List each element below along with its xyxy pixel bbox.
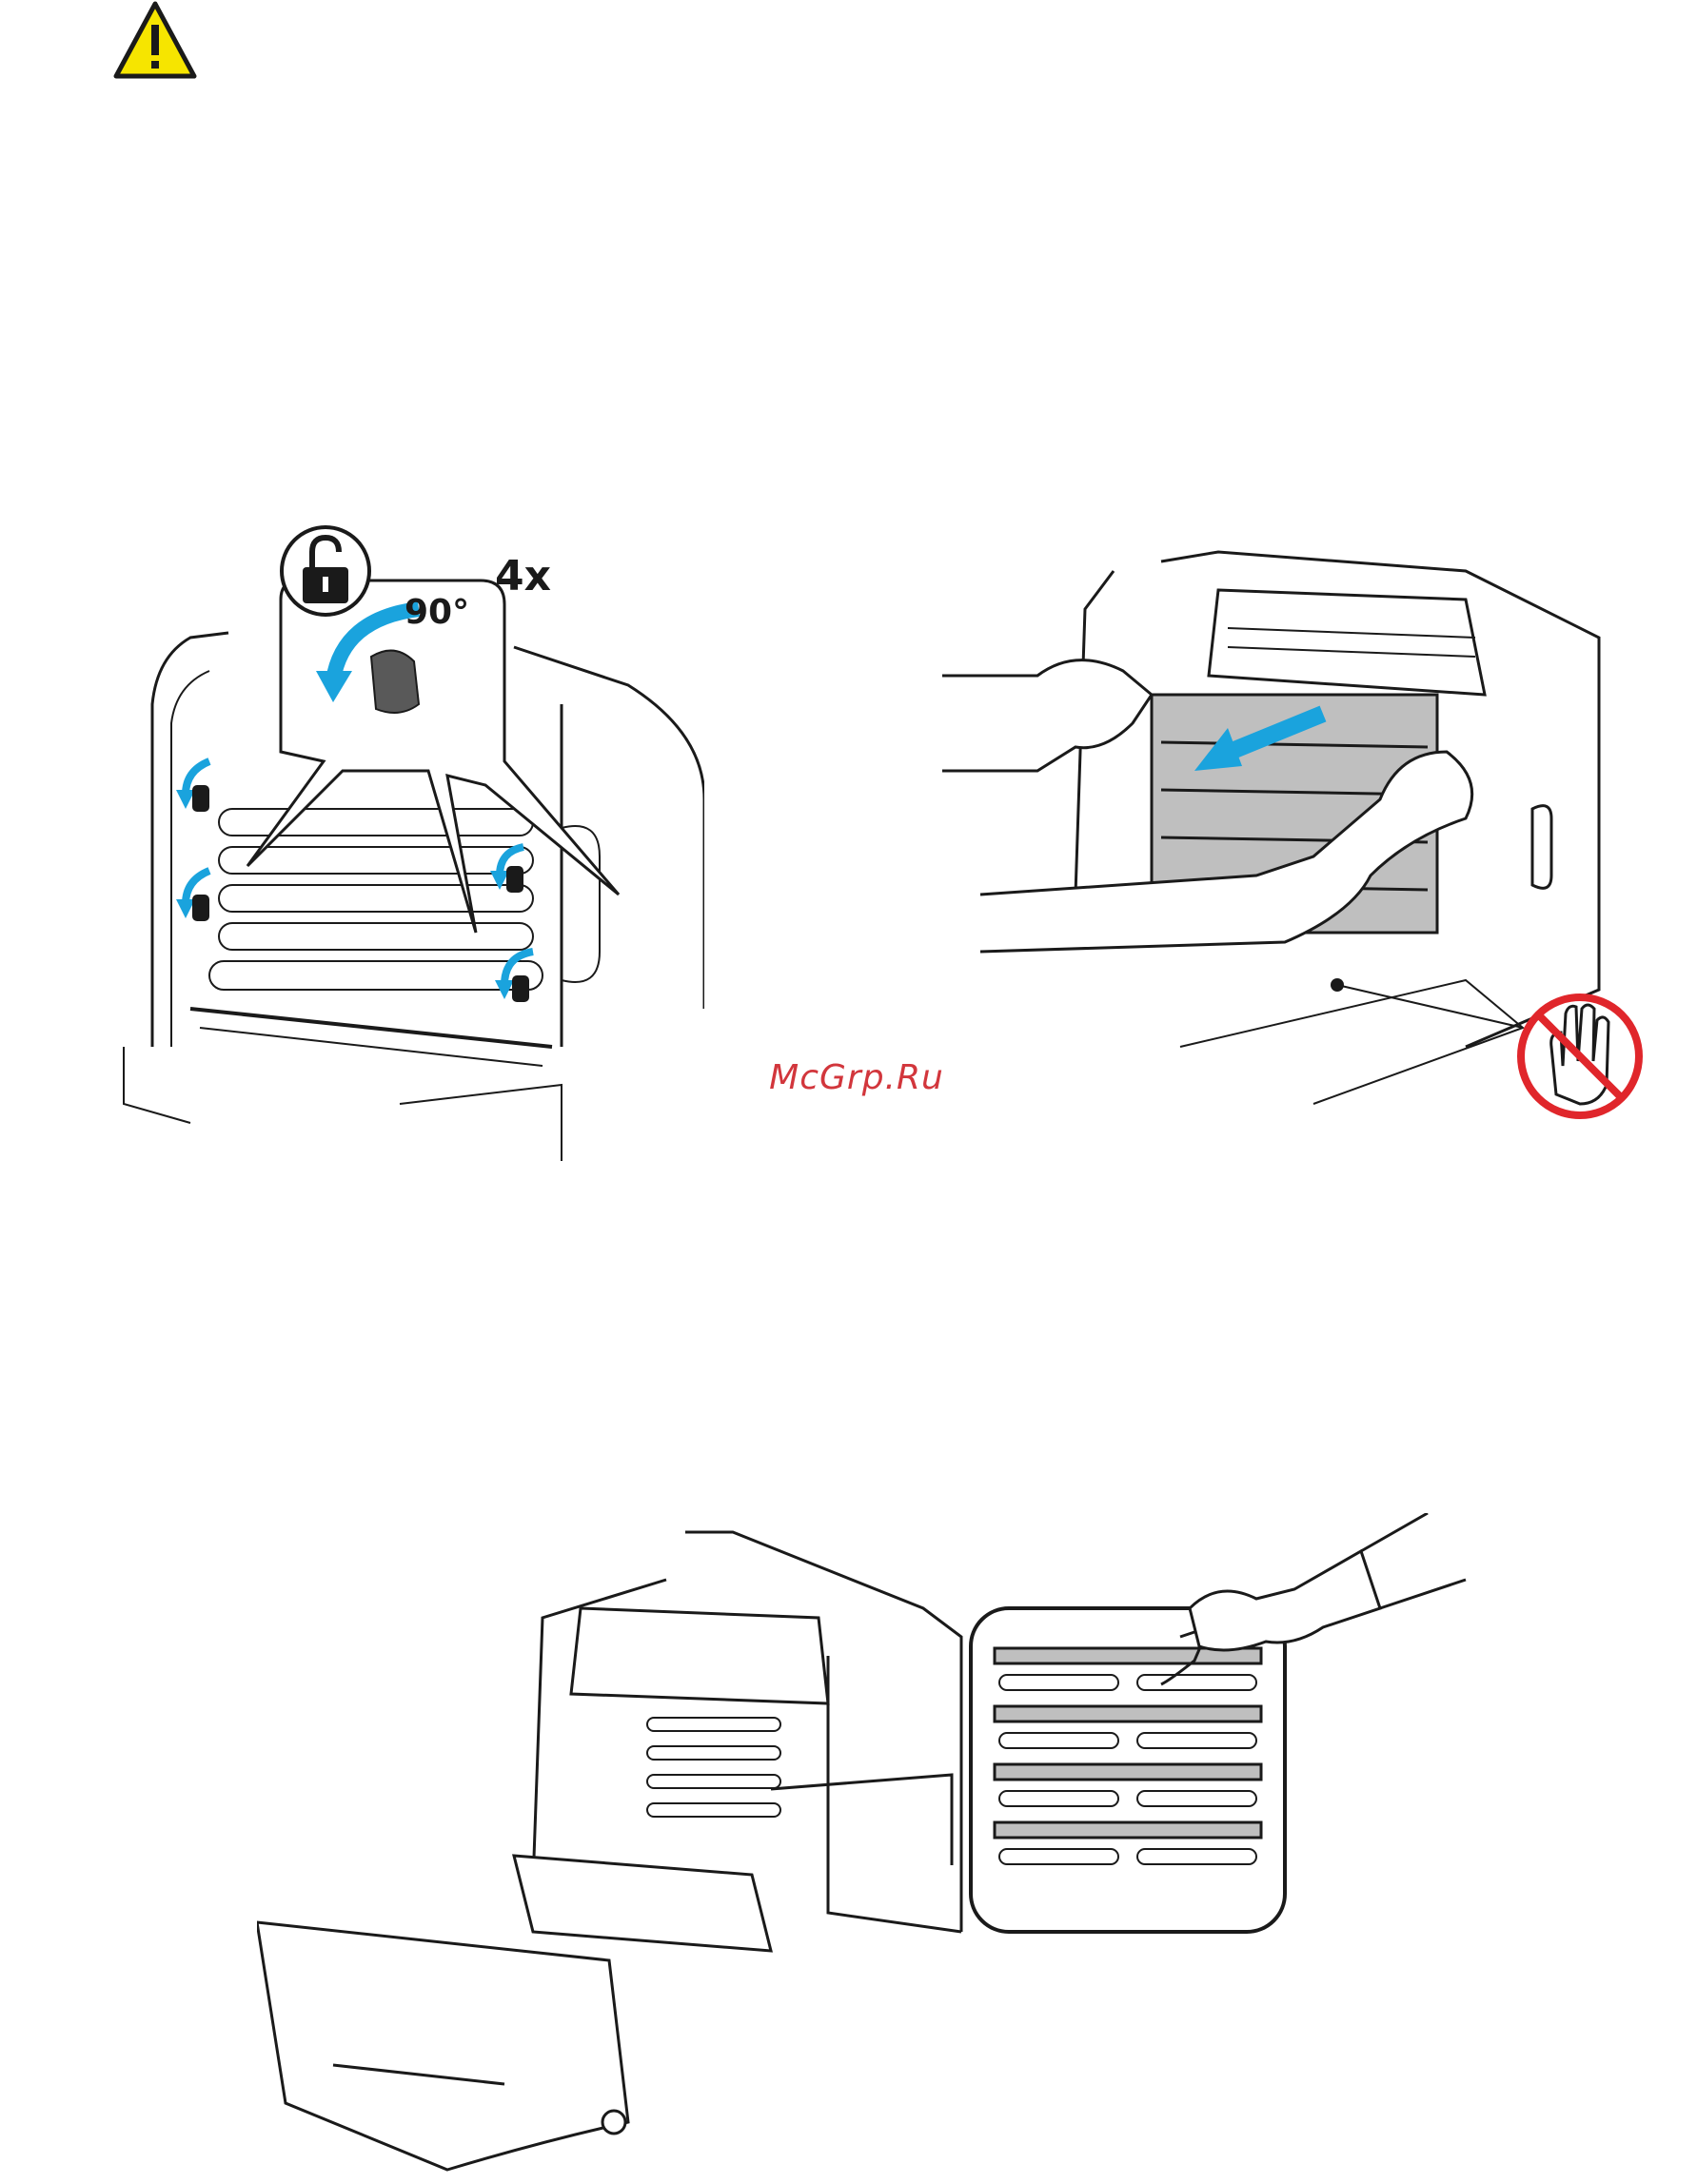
fuser [571,1608,828,1703]
printer-right-panel [828,1656,961,1932]
angle-label: 90° [405,593,469,632]
drum-1 [219,809,533,836]
zoom-slot-4b [1137,1849,1256,1864]
figure-remove-unit [933,533,1656,1123]
warning-triangle-icon [112,0,198,82]
interior-window-2 [647,1746,780,1760]
front-door-button [602,2111,625,2134]
open-front-door [257,1922,628,2170]
interior-window-1 [647,1718,780,1731]
count-label: 4x [495,552,551,600]
callout-knob [371,651,419,713]
zoom-slot-2a [999,1733,1118,1748]
interior-window-3 [647,1775,780,1788]
zoom-slot-1b [1137,1675,1256,1690]
warning-exclamation-dot [151,61,159,69]
zoom-bar-2 [995,1706,1261,1722]
transfer-roller-lower [200,1028,543,1066]
lower-tray [1180,980,1523,1104]
figure-clean-illustration [257,1513,1475,2179]
unlock-icon-keyhole [323,577,328,592]
front-tray [124,1047,562,1161]
pointer-line [1337,985,1523,1028]
zoom-bar-3 [995,1764,1261,1780]
cleaning-hand [1190,1551,1380,1650]
figure-unlock-illustration: 4x 90° [114,514,704,1161]
zoom-slot-3a [999,1791,1118,1806]
warning-exclamation-bar [151,25,159,55]
unlock-icon [282,527,369,615]
zoom-bar-4 [995,1822,1261,1838]
side-handle [1532,806,1551,889]
drum-2 [219,847,533,874]
do-not-touch-icon [1521,997,1639,1115]
knob-tr [506,866,523,893]
interior-window-4 [647,1803,780,1817]
zoom-pointer [771,1775,952,1865]
drum-stack [209,809,543,990]
drum-3 [219,885,533,912]
knob-bottom-left [176,871,209,921]
fuser-assembly [1209,590,1485,695]
transfer-belt [514,1856,771,1951]
zoom-slot-4a [999,1849,1118,1864]
watermark: McGrp.Ru [752,1058,961,1097]
knob-bl [192,895,209,921]
zoom-slot-1a [999,1675,1118,1690]
zoom-slot-3b [1137,1791,1256,1806]
knob-top-left [176,761,209,812]
interior-windows [647,1718,780,1817]
drum-5 [209,961,543,990]
zoom-slot-2b [1137,1733,1256,1748]
knob-br [512,975,529,1002]
left-hand [942,660,1152,771]
warning-icon-wrap [112,0,198,82]
drum-4 [219,923,533,950]
knob-tl [192,785,209,812]
figure-clean-windows [257,1513,1475,2179]
printer-frame-inner-left [171,671,209,1047]
figure-remove-illustration [933,533,1656,1123]
figure-unlock-knobs: 4x 90° [114,514,704,1161]
transfer-roller [190,1009,552,1047]
